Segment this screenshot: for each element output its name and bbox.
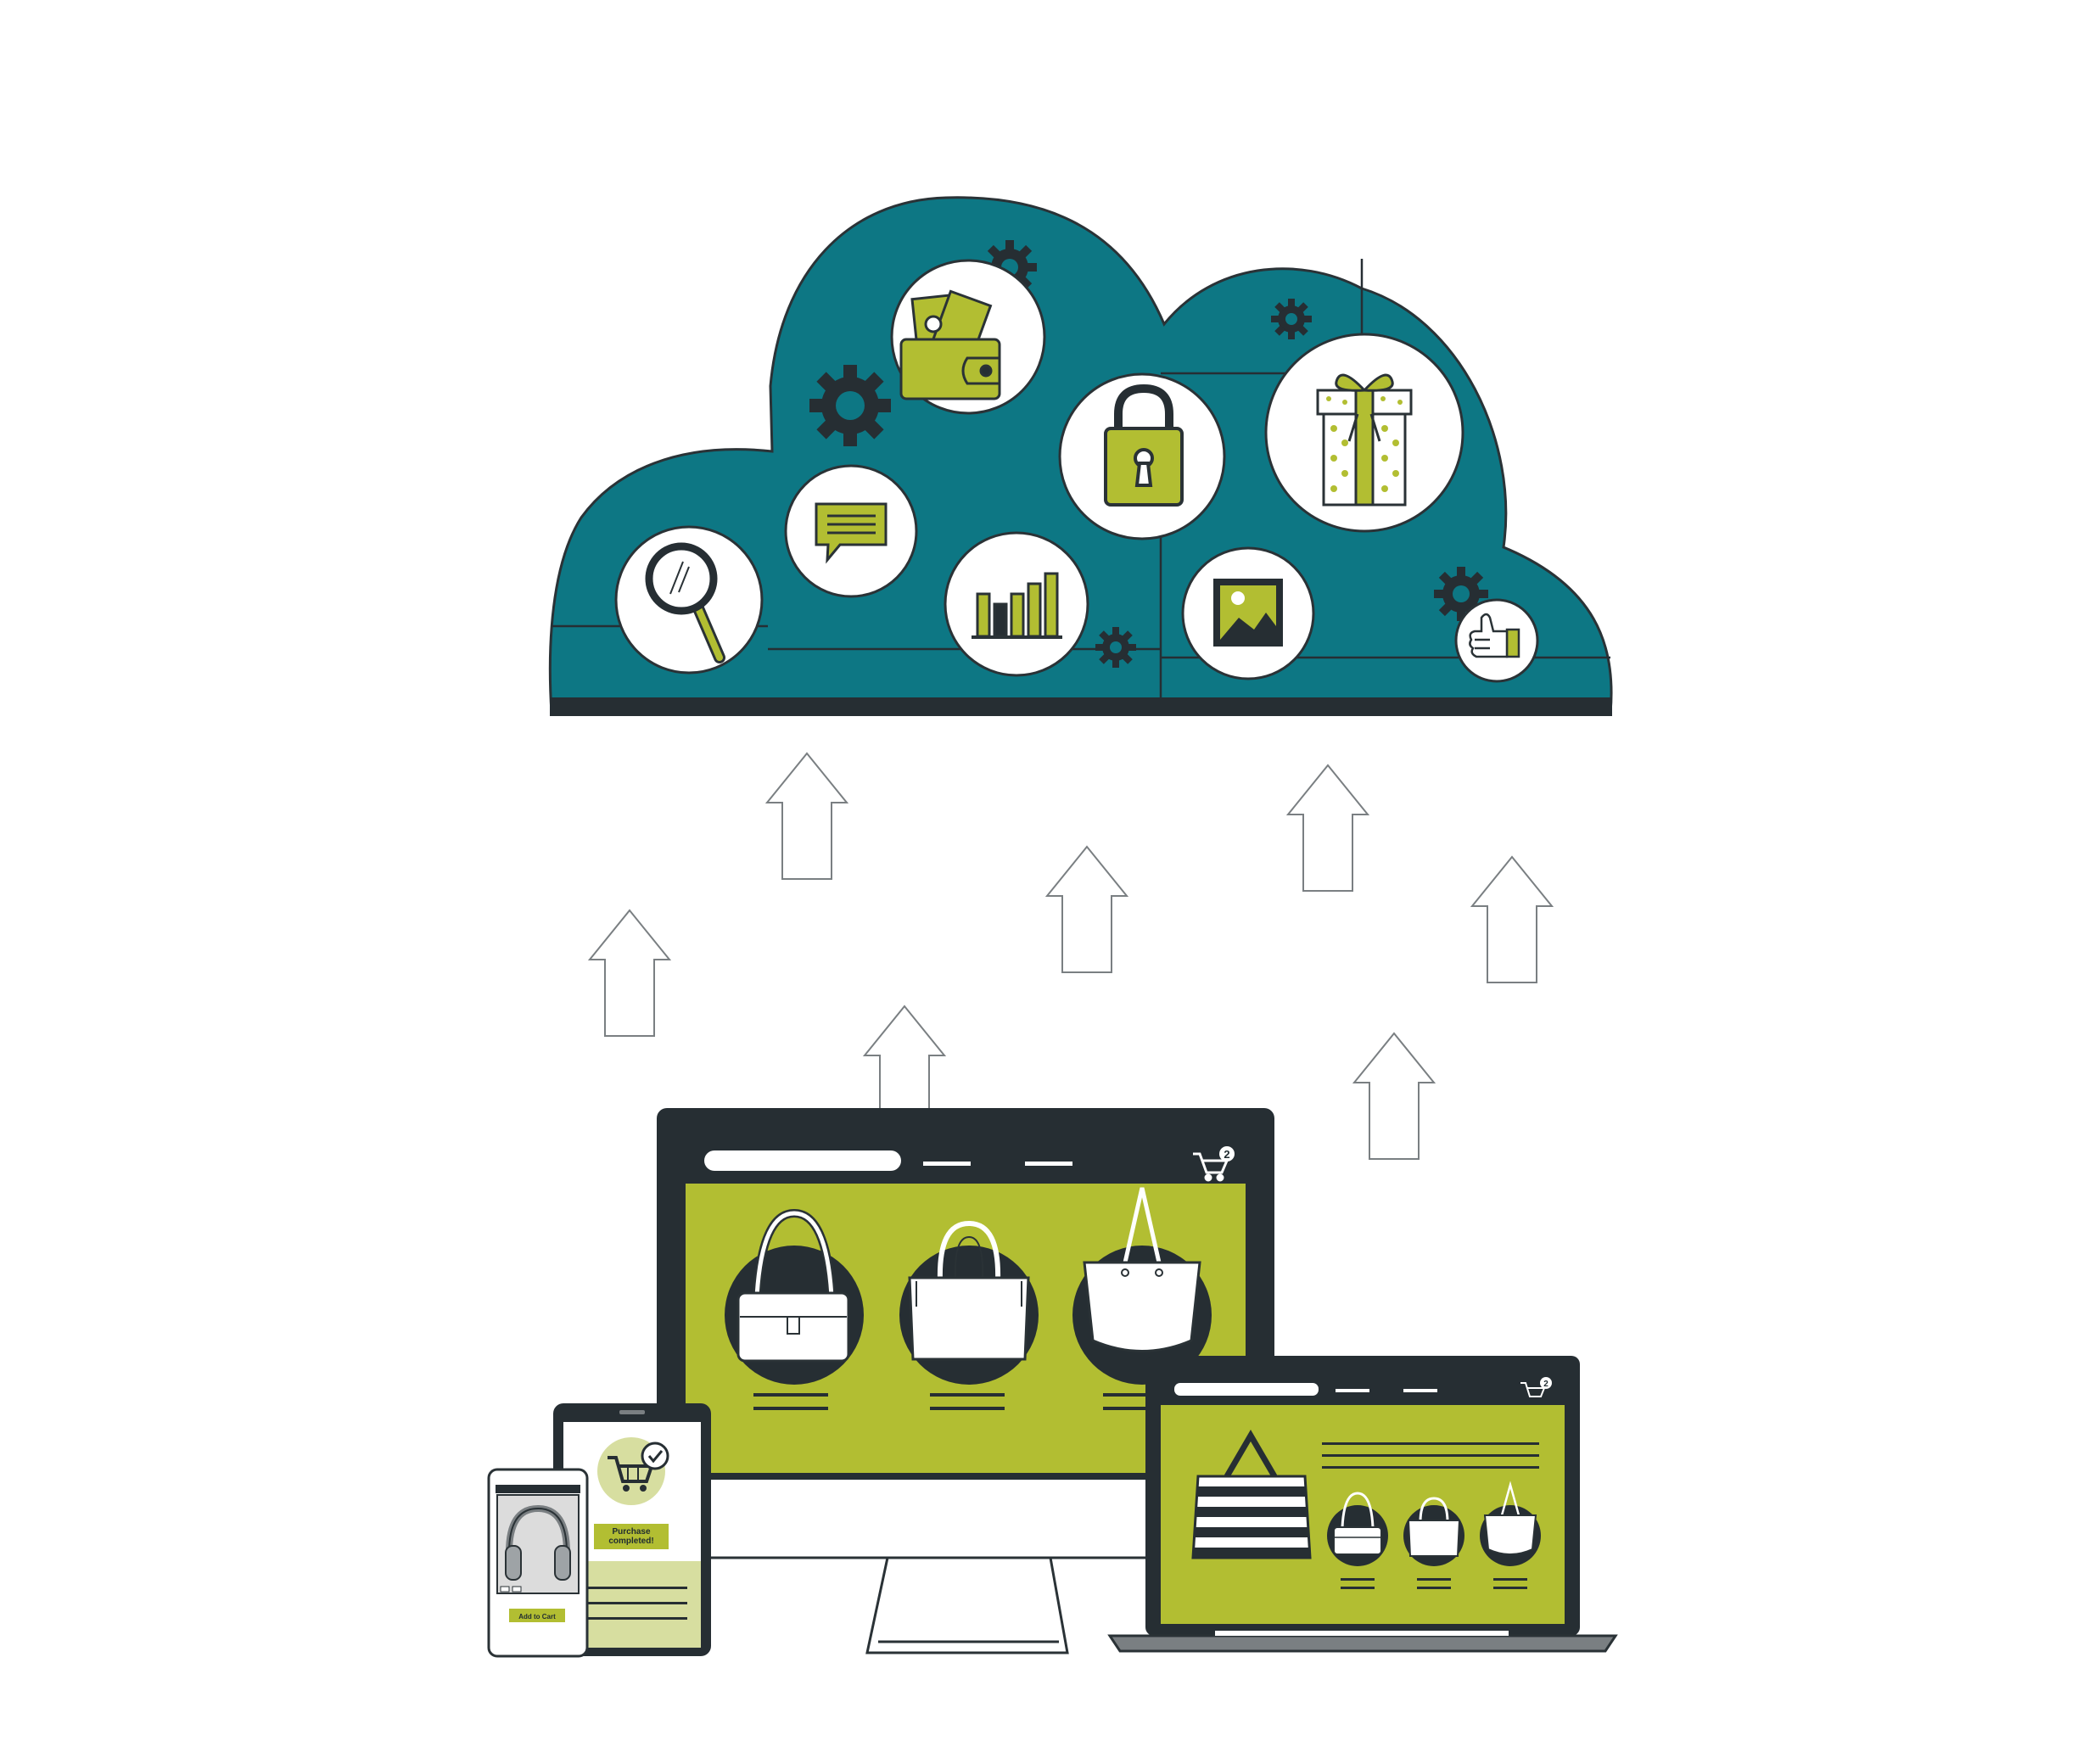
add-to-cart-button[interactable] — [509, 1609, 565, 1622]
product-tote-bag[interactable] — [899, 1220, 1039, 1410]
product-shopper-bag[interactable] — [1072, 1187, 1212, 1410]
up-arrow — [587, 909, 672, 1037]
laptop: 2 — [1107, 1356, 1618, 1653]
product-tote-bag[interactable] — [1403, 1497, 1464, 1589]
cart-icon[interactable]: 2 — [1520, 1377, 1552, 1397]
image-icon — [1213, 579, 1283, 647]
featured-striped-bag[interactable] — [1188, 1430, 1315, 1559]
gear-icon — [1095, 627, 1136, 668]
up-arrow — [1470, 855, 1554, 983]
phone: Add to Cart — [487, 1468, 589, 1658]
up-arrow — [1285, 764, 1370, 892]
up-arrow — [1352, 1032, 1436, 1160]
tablet-lines — [585, 1587, 687, 1620]
cloud-base — [550, 697, 1612, 716]
desktop-cart-count: 2 — [1224, 1148, 1229, 1161]
headphones-icon — [505, 1504, 571, 1581]
product-handbag[interactable] — [725, 1208, 864, 1410]
laptop-cart-count: 2 — [1543, 1380, 1548, 1389]
gear-icon — [1434, 567, 1488, 621]
product-handbag[interactable] — [1327, 1492, 1388, 1589]
cloud — [548, 196, 1613, 716]
laptop-search-bar[interactable] — [1174, 1383, 1319, 1396]
thumbs-up-icon — [1469, 613, 1520, 658]
gift-icon — [1316, 373, 1413, 507]
laptop-nav-link[interactable] — [1403, 1389, 1437, 1392]
add-to-cart-label: Add to Cart — [518, 1613, 556, 1621]
desktop-nav-link[interactable] — [923, 1162, 971, 1166]
purchase-status-badge — [594, 1524, 669, 1549]
laptop-description-lines — [1322, 1442, 1539, 1469]
laptop-base — [1107, 1634, 1618, 1653]
gear-icon — [809, 365, 891, 446]
product-shopper-bag[interactable] — [1480, 1481, 1541, 1589]
monitor-stand — [865, 1556, 1069, 1654]
desktop-nav-link[interactable] — [1025, 1162, 1072, 1166]
search-icon — [645, 542, 725, 663]
lock-icon — [1104, 383, 1184, 507]
chat-icon — [815, 502, 888, 564]
up-arrow — [862, 1005, 947, 1112]
cart-icon[interactable]: 2 — [1193, 1146, 1235, 1182]
up-arrow — [764, 752, 849, 880]
upload-arrows — [587, 752, 1554, 1160]
purchase-status-text: Purchase completed! — [608, 1527, 654, 1546]
wallet-icon — [899, 289, 1001, 400]
cart-check-icon — [597, 1437, 669, 1505]
up-arrow — [1044, 845, 1129, 973]
gear-icon — [1271, 299, 1312, 339]
desktop-search-bar[interactable] — [704, 1150, 901, 1171]
bar-chart-icon — [972, 572, 1062, 639]
laptop-nav-link[interactable] — [1336, 1389, 1369, 1392]
